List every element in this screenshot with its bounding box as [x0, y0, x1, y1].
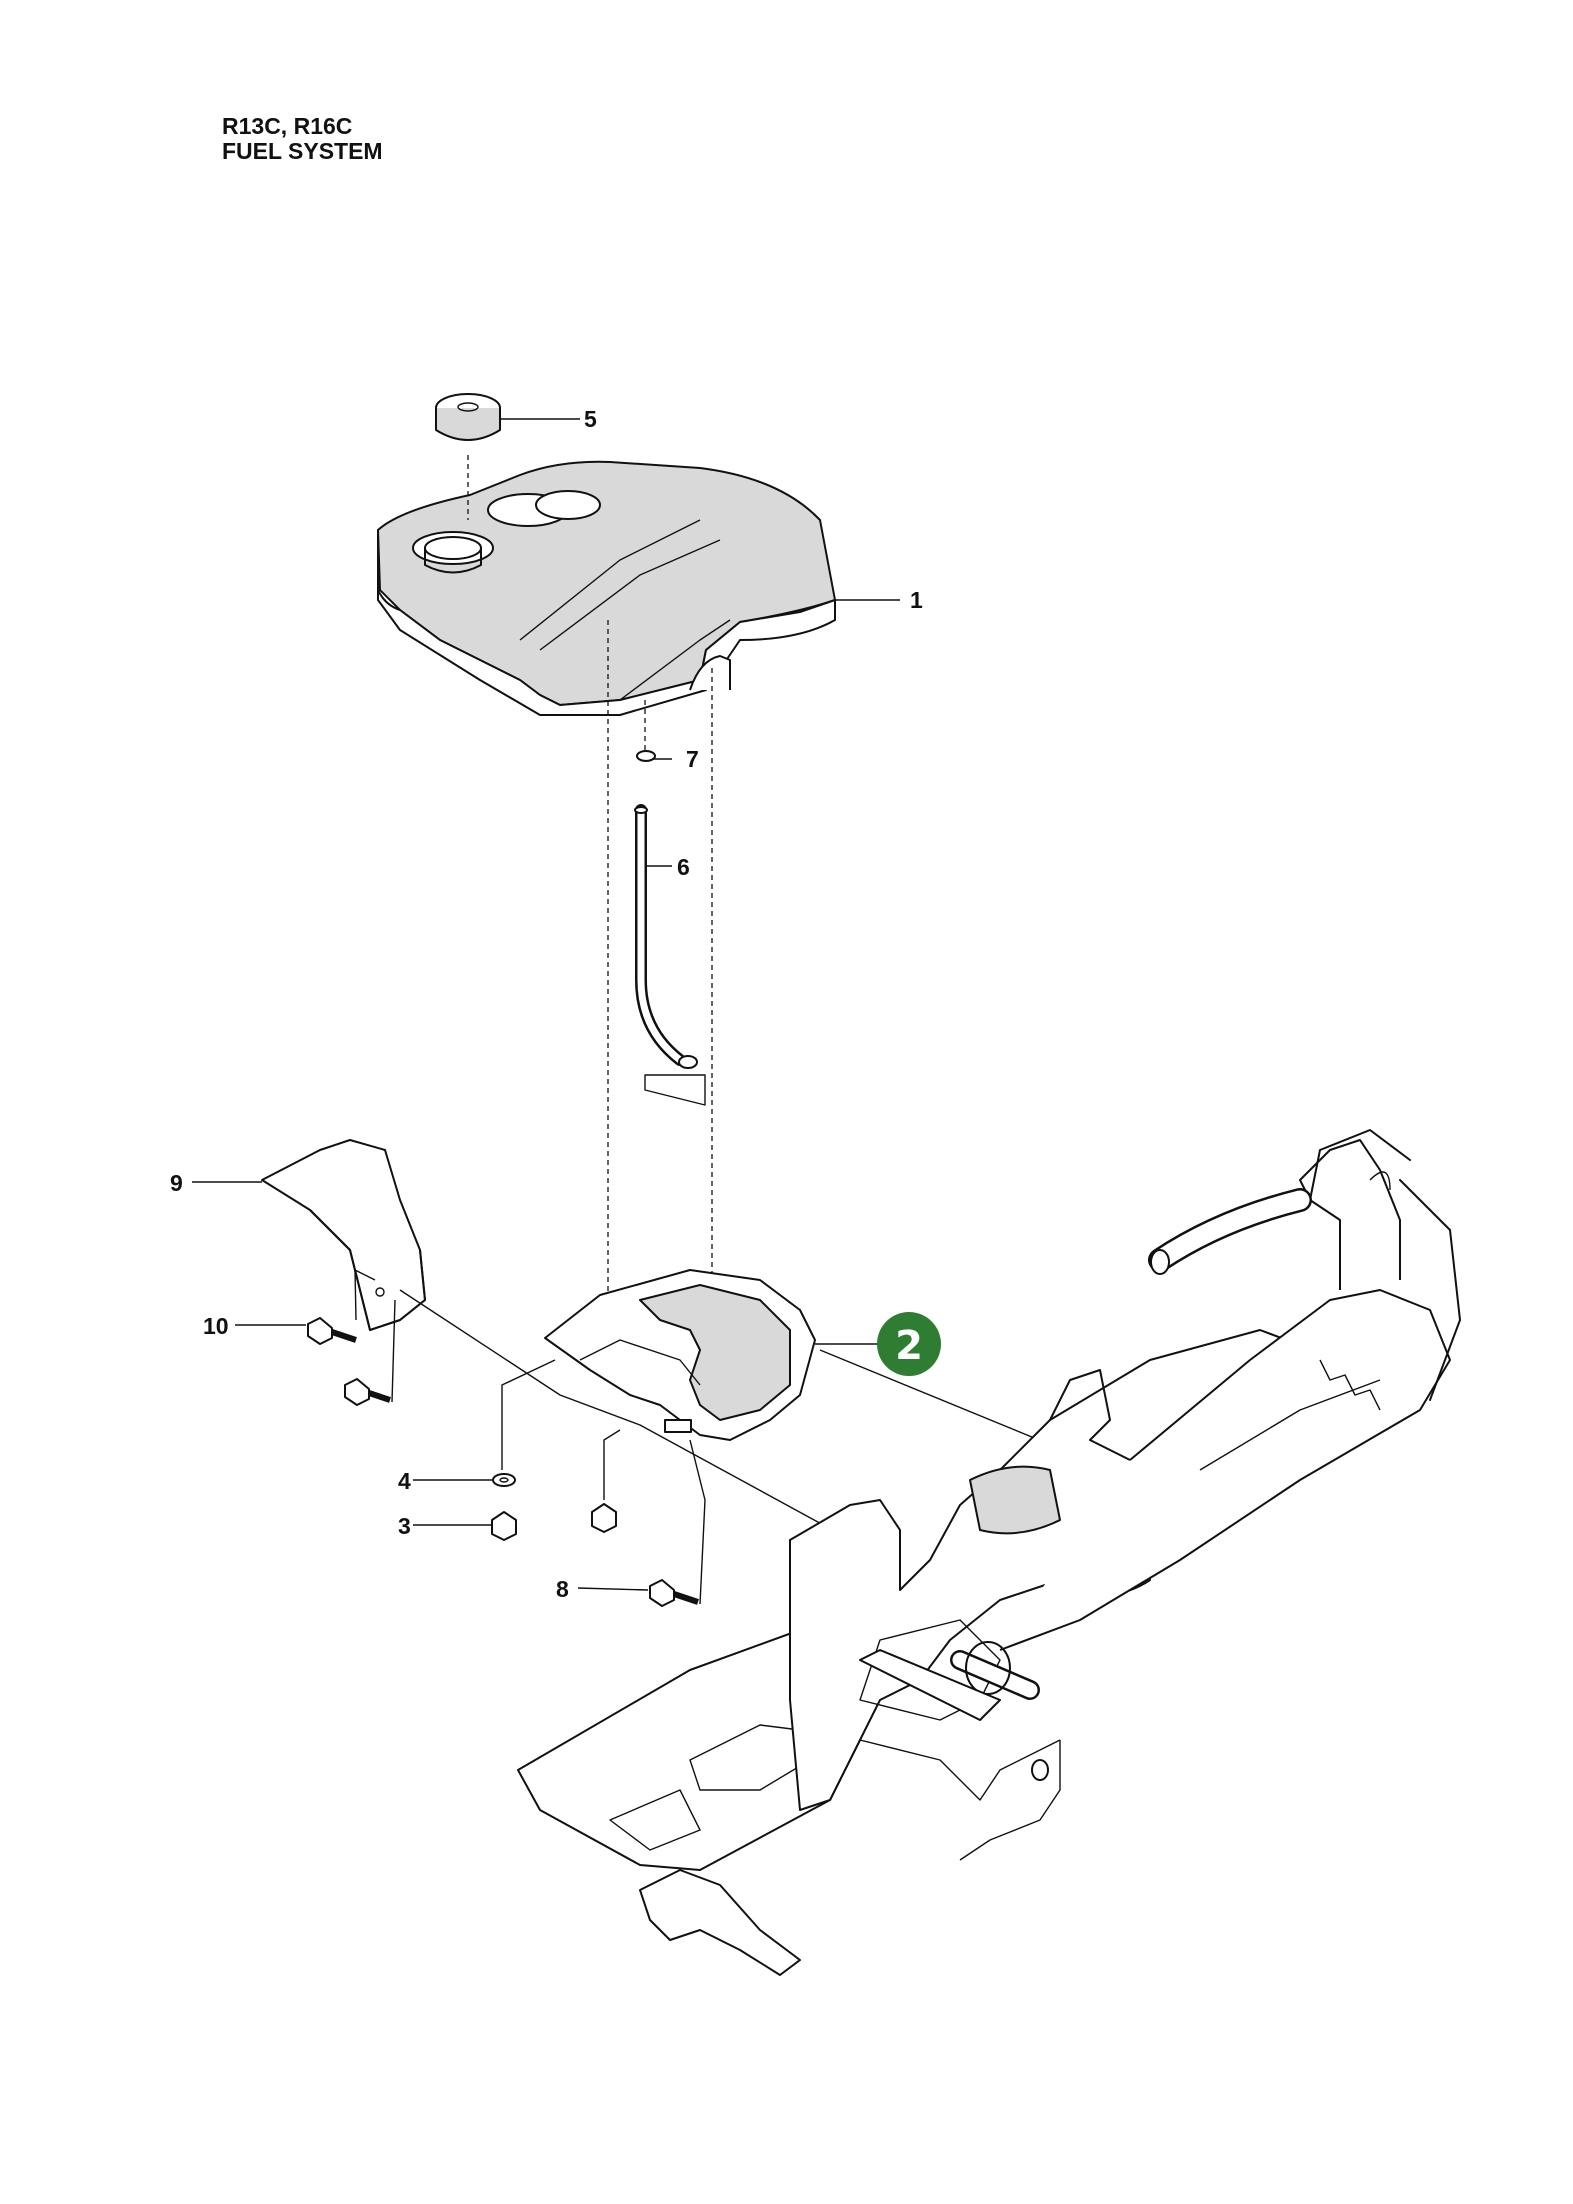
- callout-5[interactable]: 5: [584, 406, 597, 432]
- flange-bolt-8-part[interactable]: [649, 1579, 699, 1607]
- callout-10[interactable]: 10: [203, 1313, 229, 1339]
- fuel-hose-part[interactable]: [634, 804, 686, 1066]
- callout-1[interactable]: 1: [910, 587, 923, 613]
- heat-shield-part[interactable]: [261, 1139, 426, 1331]
- flange-bolt-10-part[interactable]: [307, 1317, 357, 1345]
- callout-9[interactable]: 9: [170, 1170, 183, 1196]
- diagram-header: R13C, R16C FUEL SYSTEM: [222, 114, 383, 164]
- assembly-guide-lines: [467, 455, 713, 1350]
- callout-6[interactable]: 6: [677, 854, 690, 880]
- lock-nut-part[interactable]: [491, 1503, 617, 1541]
- tank-bracket-part[interactable]: [544, 1269, 816, 1441]
- chassis-frame: [517, 1129, 1461, 1976]
- fuel-cap-part[interactable]: [435, 393, 501, 441]
- callout-leaders: [192, 418, 900, 1591]
- callout-7[interactable]: 7: [686, 746, 699, 772]
- model-title: R13C, R16C: [222, 113, 353, 139]
- callout-4[interactable]: 4: [398, 1468, 411, 1494]
- washer-part[interactable]: [492, 1473, 516, 1487]
- section-title: FUEL SYSTEM: [222, 138, 383, 164]
- fuel-tank-part[interactable]: [377, 460, 836, 716]
- callout-2-badge[interactable]: 2: [877, 1312, 941, 1376]
- callout-2: 2: [895, 1323, 923, 1369]
- hose-clamp-part[interactable]: [636, 750, 706, 1106]
- flange-bolt-extra-part[interactable]: [344, 1378, 391, 1406]
- callout-3[interactable]: 3: [398, 1513, 411, 1539]
- callout-8[interactable]: 8: [556, 1576, 569, 1602]
